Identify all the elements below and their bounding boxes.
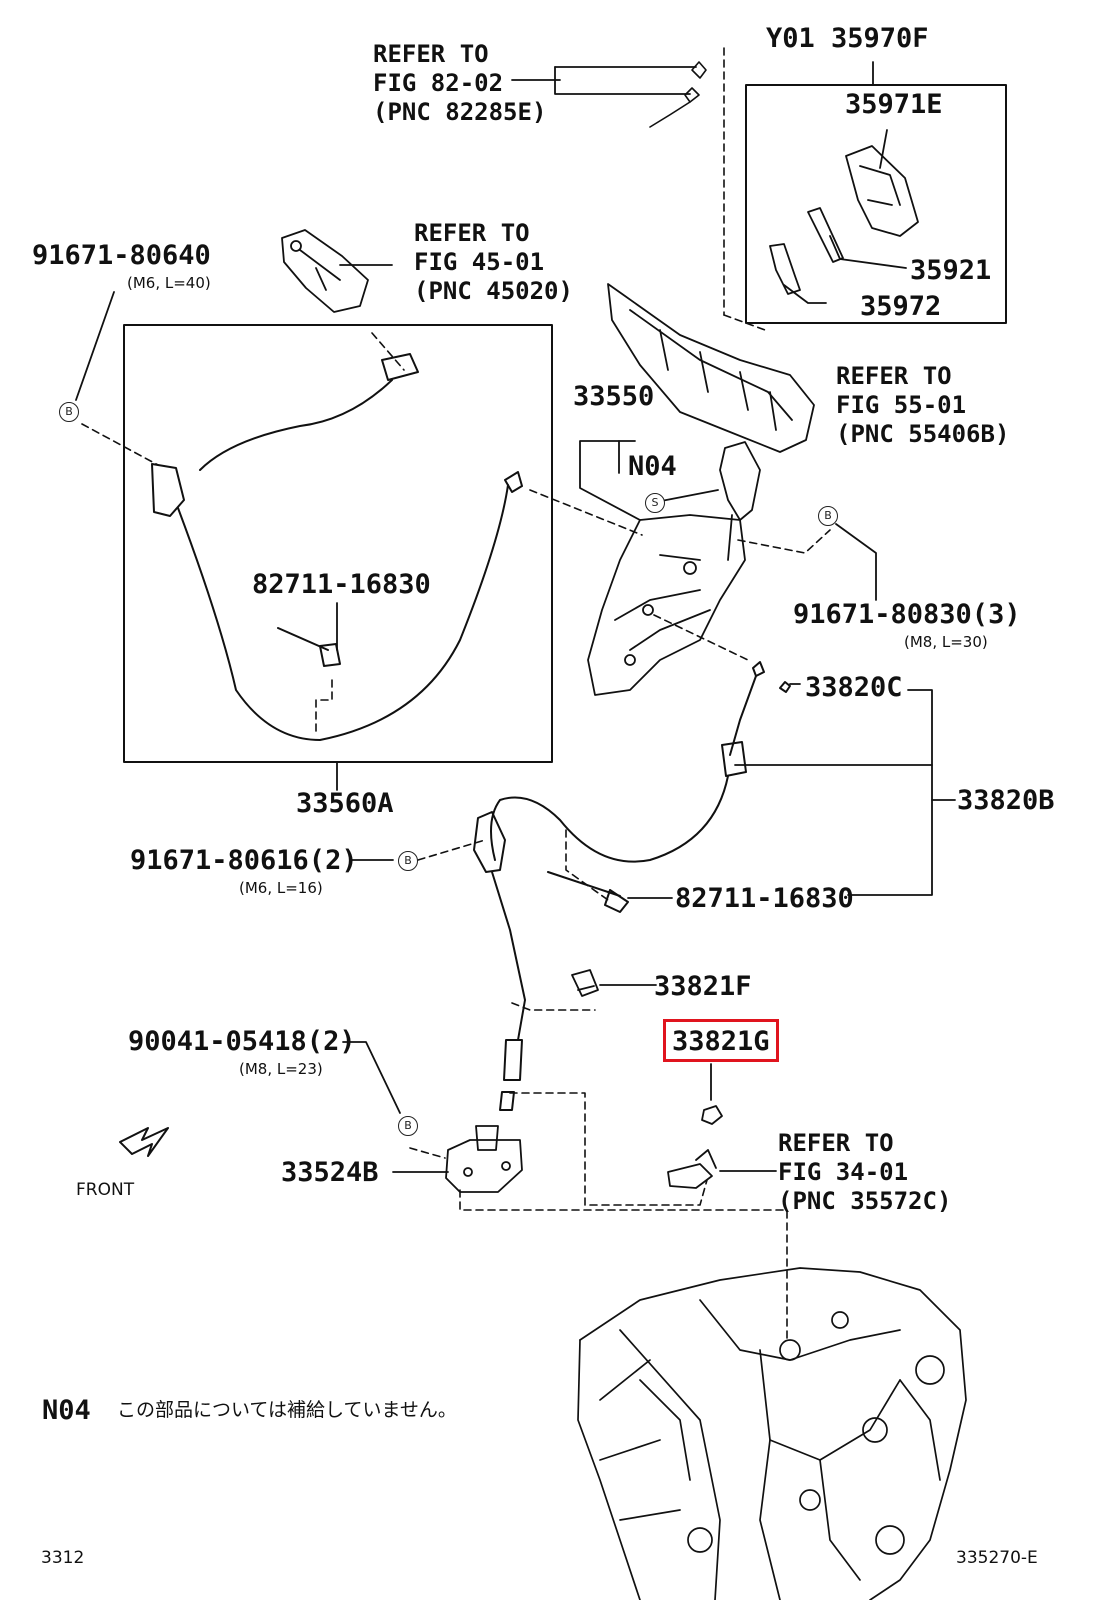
ignition-unit-art — [281, 229, 369, 313]
part-label-82711-16830-upper[interactable]: 82711-16830 — [252, 569, 431, 600]
lower-cable-art — [473, 811, 526, 1111]
part-label-33820b[interactable]: 33820B — [957, 785, 1055, 816]
ref-fig-55-01: REFER TO FIG 55-01 (PNC 55406B) — [836, 362, 1010, 448]
part-label-91671-80830[interactable]: 91671-80830(3) — [793, 599, 1021, 630]
front-arrow-art — [119, 1127, 169, 1157]
lever-cover-art — [769, 145, 919, 295]
bolt-tag-b-3: B — [398, 851, 418, 871]
part-label-33550[interactable]: 33550 — [573, 381, 655, 412]
part-label-33821f[interactable]: 33821F — [654, 971, 752, 1002]
transmission-art — [577, 1267, 967, 1600]
part-label-33560a[interactable]: 33560A — [296, 788, 394, 819]
part-label-91671-80616[interactable]: 91671-80616(2) — [130, 845, 358, 876]
dashed-guide-lines — [81, 47, 831, 1341]
bolt-tag-b-4: B — [398, 1116, 418, 1136]
footer-page-code: 3312 — [41, 1548, 85, 1568]
part-label-35971e[interactable]: 35971E — [845, 89, 943, 120]
footer-illustration-code: 335270-E — [956, 1548, 1038, 1568]
ref-fig-34-01: REFER TO FIG 34-01 (PNC 35572C) — [778, 1129, 952, 1215]
ref-fig-45-01: REFER TO FIG 45-01 (PNC 45020) — [414, 219, 573, 305]
bracket-art — [445, 1125, 523, 1193]
ref-fig-82-02: REFER TO FIG 82-02 (PNC 82285E) — [373, 40, 547, 126]
front-direction-label: FRONT — [76, 1180, 135, 1200]
bolt-tag-b-2: B — [818, 506, 838, 526]
part-label-82711-16830-lower[interactable]: 82711-16830 — [675, 883, 854, 914]
part-label-91671-80640[interactable]: 91671-80640 — [32, 240, 211, 271]
shift-cable-art — [490, 661, 791, 913]
nut-and-bracket-art — [667, 1105, 723, 1189]
spec-90041-05418: (M8, L=23) — [239, 1060, 323, 1078]
screw-tag-s: S — [645, 493, 665, 513]
leader-lines — [75, 61, 956, 1173]
note-text: この部品については補給していません。 — [117, 1399, 457, 1421]
part-label-n04[interactable]: N04 — [628, 451, 677, 482]
part-label-33821g-highlighted[interactable]: 33821G — [663, 1019, 779, 1062]
note-code: N04 — [42, 1395, 91, 1426]
spec-91671-80830: (M8, L=30) — [904, 633, 988, 651]
part-label-35972[interactable]: 35972 — [860, 291, 942, 322]
part-label-33524b[interactable]: 33524B — [281, 1157, 379, 1188]
part-label-35921[interactable]: 35921 — [910, 255, 992, 286]
cable-assembly-box — [123, 324, 553, 763]
upper-cable-art — [151, 353, 523, 741]
bolt-tag-b-1: B — [59, 402, 79, 422]
part-label-35970f[interactable]: Y01 35970F — [766, 23, 929, 54]
shift-lever-kit-box — [745, 84, 1007, 324]
clip-and-wire-art — [649, 61, 707, 128]
clip-33821f-art — [571, 969, 599, 997]
console-panel-art — [607, 283, 815, 453]
shifter-assembly-art — [587, 441, 761, 696]
part-label-33820c[interactable]: 33820C — [805, 672, 903, 703]
part-label-90041-05418[interactable]: 90041-05418(2) — [128, 1026, 356, 1057]
spec-91671-80640: (M6, L=40) — [127, 274, 211, 292]
spec-91671-80616: (M6, L=16) — [239, 879, 323, 897]
